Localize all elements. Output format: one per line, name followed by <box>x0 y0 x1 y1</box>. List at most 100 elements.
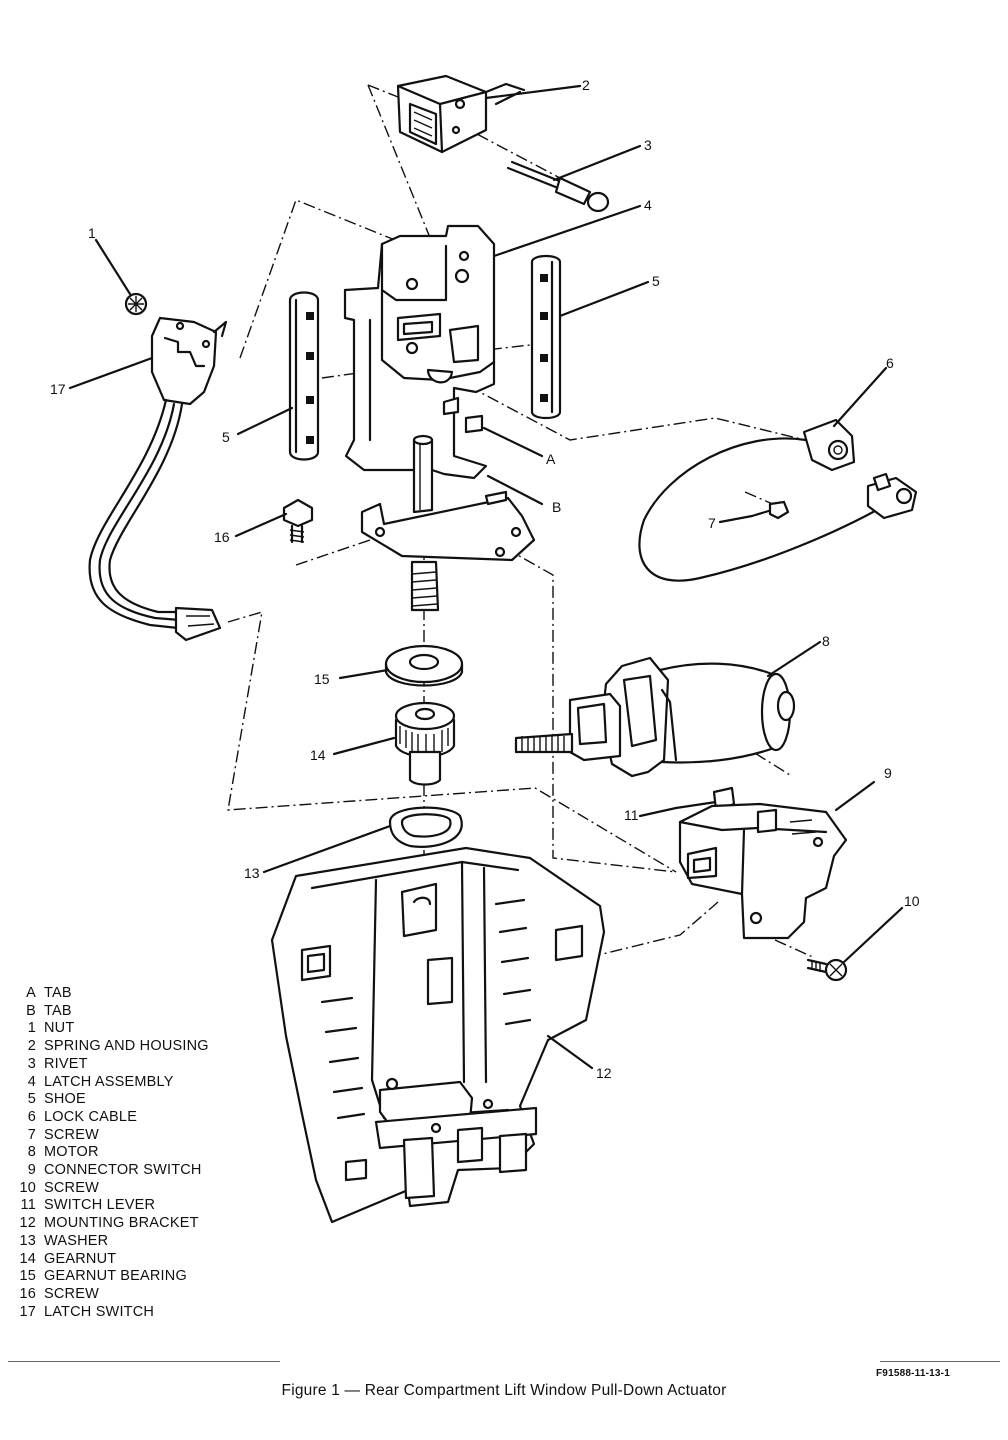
legend-key: 3 <box>27 1055 36 1072</box>
legend-item: 4 LATCH ASSEMBLY <box>26 1074 209 1092</box>
callout-1: 1 <box>88 225 96 241</box>
legend-label: MOUNTING BRACKET <box>44 1215 199 1232</box>
legend-item: 10 SCREW <box>19 1179 209 1198</box>
latch-switch-part <box>88 316 228 642</box>
rivet-part <box>506 160 610 213</box>
legend-label: SCREW <box>44 1285 99 1302</box>
figure-caption: Figure 1 — Rear Compartment Lift Window … <box>281 1382 727 1399</box>
legend-key: 10 <box>19 1179 36 1196</box>
legend-item: B TAB <box>26 1003 209 1021</box>
callout-4: 4 <box>644 197 652 213</box>
legend-key: 13 <box>19 1232 36 1249</box>
legend-item: 1 NUT <box>26 1020 209 1038</box>
legend-key: 8 <box>27 1144 36 1161</box>
legend-label: CONNECTOR SWITCH <box>44 1162 202 1179</box>
callout-5-left: 5 <box>222 429 230 445</box>
screw-part-16 <box>282 498 314 544</box>
threaded-rod-part <box>410 560 440 612</box>
footer-rule-left <box>8 1361 280 1362</box>
screw-part-7 <box>750 500 790 520</box>
legend-label: SCREW <box>44 1179 99 1196</box>
legend-key: 12 <box>19 1215 36 1232</box>
figure-code: F91588-11-13-1 <box>876 1368 950 1379</box>
motor-part <box>514 656 796 778</box>
latch-base-plate-part <box>360 434 536 562</box>
footer-rule-right <box>880 1361 1000 1362</box>
legend-key: 2 <box>27 1038 36 1055</box>
legend-label: MOTOR <box>44 1144 99 1161</box>
legend-item: 15 GEARNUT BEARING <box>19 1268 209 1286</box>
legend-item: 13 WASHER <box>19 1232 209 1251</box>
lock-cable-part <box>638 418 918 582</box>
callout-8: 8 <box>822 633 830 649</box>
legend-item: 6 LOCK CABLE <box>26 1109 209 1127</box>
legend-label: SCREW <box>44 1126 99 1143</box>
shoe-part-right <box>530 254 562 420</box>
callout-14: 14 <box>310 747 326 763</box>
legend-key: 9 <box>27 1162 36 1179</box>
legend-item: 3 RIVET <box>26 1056 209 1074</box>
legend-key: 17 <box>19 1303 36 1320</box>
legend-key: 16 <box>19 1285 36 1302</box>
legend-label: SWITCH LEVER <box>44 1197 156 1214</box>
latch-assembly-part <box>343 224 496 480</box>
callout-11: 11 <box>624 807 639 823</box>
legend-key: 14 <box>19 1250 36 1267</box>
legend-label: LOCK CABLE <box>44 1108 138 1125</box>
legend-key: 15 <box>19 1268 36 1285</box>
legend-item: 11 SWITCH LEVER <box>21 1197 209 1215</box>
legend-key: 4 <box>27 1073 36 1090</box>
legend-item: 2 SPRING AND HOUSING <box>26 1038 209 1056</box>
legend-label: SHOE <box>44 1091 86 1108</box>
legend-key: 11 <box>20 1197 36 1214</box>
callout-A: A <box>546 451 556 467</box>
callout-labels: 1 2 3 4 5 5 6 7 8 9 10 11 12 13 14 15 16… <box>50 77 920 1081</box>
callout-6: 6 <box>886 355 894 371</box>
legend-key: B <box>26 1002 36 1019</box>
callout-15: 15 <box>314 671 330 687</box>
spring-and-housing-part <box>396 74 526 154</box>
callout-10: 10 <box>904 893 920 909</box>
legend-label: LATCH SWITCH <box>44 1303 155 1320</box>
legend-label: TAB <box>44 1002 72 1019</box>
legend-label: SPRING AND HOUSING <box>44 1038 209 1055</box>
callout-13: 13 <box>244 865 260 881</box>
legend-label: RIVET <box>44 1055 88 1072</box>
legend-key: 1 <box>27 1020 36 1037</box>
nut-part <box>124 292 148 316</box>
legend-item: 9 CONNECTOR SWITCH <box>26 1162 209 1180</box>
legend-item: 8 MOTOR <box>26 1144 209 1162</box>
callout-3: 3 <box>644 137 652 153</box>
legend-item: 17 LATCH SWITCH <box>19 1303 209 1322</box>
callout-17: 17 <box>50 381 66 397</box>
legend-item: 5 SHOE <box>26 1091 209 1109</box>
legend-key: 6 <box>27 1108 36 1125</box>
legend-label: NUT <box>44 1020 75 1037</box>
callout-9: 9 <box>884 765 892 781</box>
callout-5-right: 5 <box>652 273 660 289</box>
connector-switch-part <box>678 802 848 940</box>
legend-label: LATCH ASSEMBLY <box>44 1073 174 1090</box>
callout-B: B <box>552 499 561 515</box>
callout-16: 16 <box>214 529 230 545</box>
leader-lines <box>68 84 904 1070</box>
legend-key: 5 <box>27 1091 36 1108</box>
legend-item: 12 MOUNTING BRACKET <box>19 1215 209 1233</box>
shoe-part-left <box>288 291 320 461</box>
washer-part <box>388 806 463 848</box>
legend-key: A <box>26 985 36 1001</box>
callout-12: 12 <box>596 1065 612 1081</box>
mounting-bracket-part <box>270 846 606 1224</box>
callout-2: 2 <box>582 77 590 93</box>
callout-7: 7 <box>708 515 716 531</box>
gearnut-bearing-part <box>384 644 464 687</box>
screw-part-10 <box>806 958 848 982</box>
legend-label: GEARNUT BEARING <box>44 1268 187 1285</box>
legend-item: 16 SCREW <box>19 1285 209 1304</box>
legend-label: WASHER <box>44 1232 109 1249</box>
